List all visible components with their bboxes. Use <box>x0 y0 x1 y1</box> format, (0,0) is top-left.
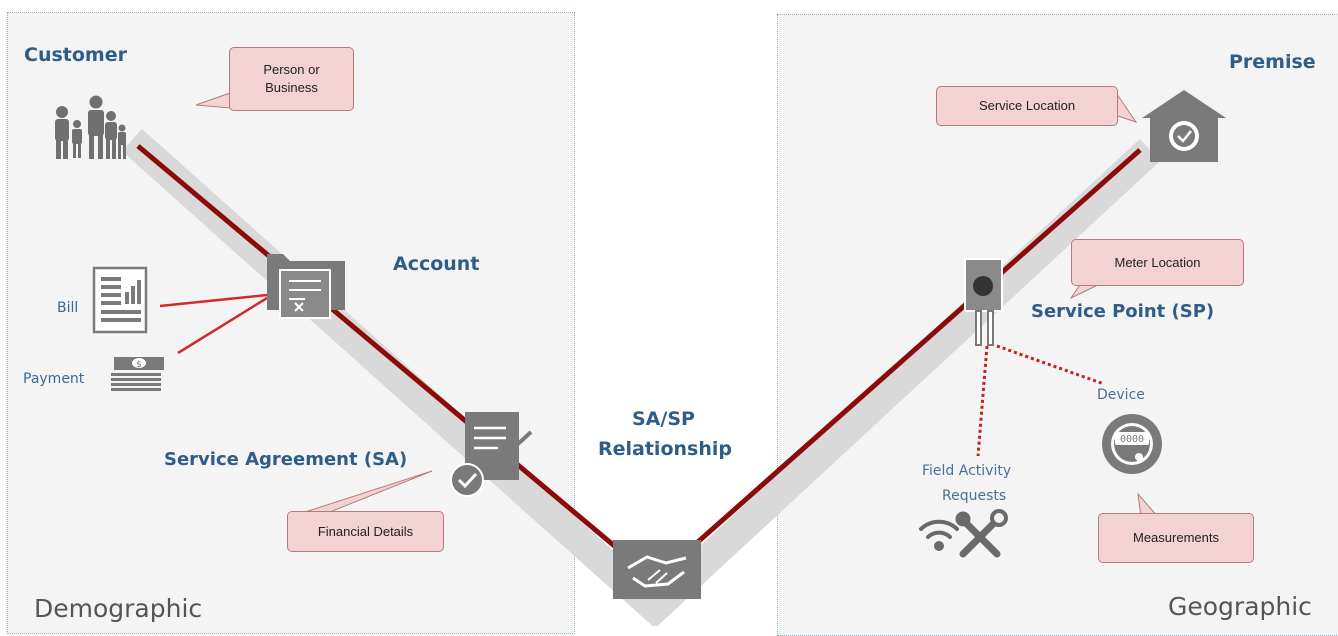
folder-document-icon <box>267 254 345 319</box>
svg-text:$: $ <box>136 360 142 370</box>
money-stack-icon: $ <box>111 357 164 391</box>
callout-line: Person or <box>263 62 320 78</box>
callout-line: Business <box>265 80 318 95</box>
field-activity-connector <box>976 345 989 457</box>
sa-sp-label-line1: SA/SP <box>632 408 695 430</box>
customer-label: Customer <box>24 44 127 66</box>
bill-document-icon <box>92 266 148 334</box>
path-band <box>121 128 1161 626</box>
service-location-callout: Service Location <box>936 86 1118 126</box>
measurements-callout: Measurements <box>1098 513 1254 563</box>
payment-connector <box>177 296 268 355</box>
callout-tail <box>195 92 231 109</box>
premise-label: Premise <box>1229 51 1316 73</box>
payment-label: Payment <box>23 371 85 387</box>
demographic-region-label: Demographic <box>34 594 203 623</box>
device-connector <box>996 344 1105 386</box>
financial-details-callout: Financial Details <box>287 511 444 552</box>
sa-sp-label-line2: Relationship <box>598 438 732 460</box>
meter-dial-icon: 0000 <box>1102 414 1162 474</box>
contract-check-icon <box>450 412 533 497</box>
handshake-icon <box>613 540 701 599</box>
service-agreement-label: Service Agreement (SA) <box>164 449 408 470</box>
meter-display: 0000 <box>1120 434 1144 445</box>
tools-icon <box>955 509 1008 558</box>
field-activity-label-line1: Field Activity <box>922 463 1012 479</box>
meter-location-callout: Meter Location <box>1071 239 1244 286</box>
meter-box-icon <box>964 258 1003 346</box>
person-business-callout: Person or Business <box>229 47 354 111</box>
bill-label: Bill <box>57 300 79 316</box>
field-activity-label-line2: Requests <box>942 488 1007 504</box>
house-check-icon <box>1142 90 1226 162</box>
bill-connector <box>159 293 268 308</box>
geographic-region-label: Geographic <box>1168 592 1312 621</box>
device-label: Device <box>1097 387 1145 403</box>
service-point-label: Service Point (SP) <box>1031 301 1215 322</box>
account-label: Account <box>393 253 480 275</box>
wifi-icon <box>919 519 959 551</box>
callout-tail <box>304 470 433 513</box>
family-icon <box>55 95 126 159</box>
